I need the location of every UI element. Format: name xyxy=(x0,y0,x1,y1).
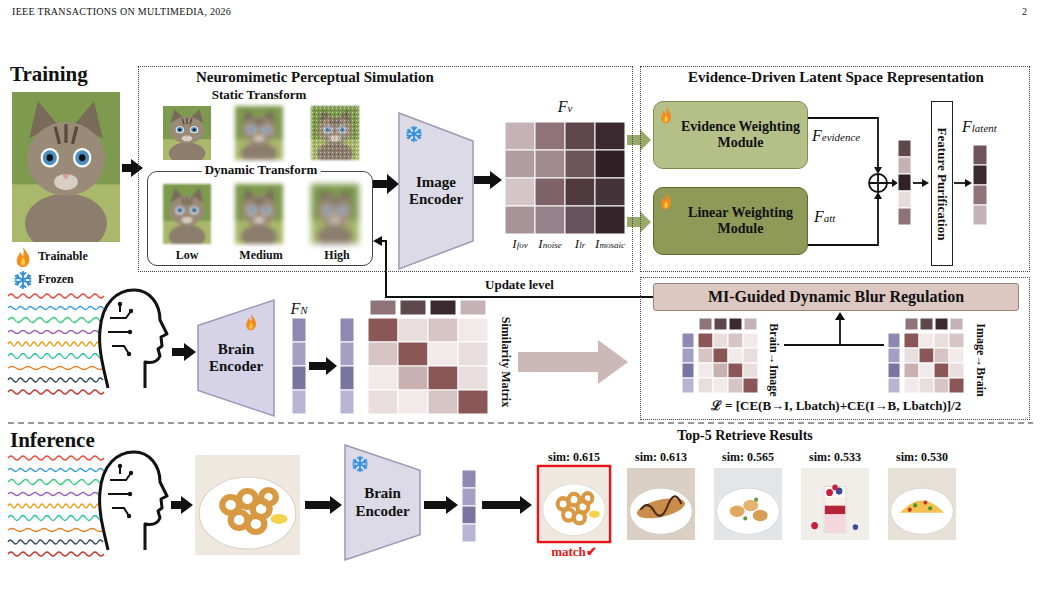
arrowhead xyxy=(373,236,382,246)
encoder-trapezoid: Image Encoder xyxy=(399,113,473,269)
inference-vector xyxy=(462,470,476,542)
matrix-label: Similarity Matrix xyxy=(498,317,512,407)
fused-vector xyxy=(898,140,911,225)
node-text: Evidence-Driven Latent Space Representat… xyxy=(688,69,984,86)
node-text: Image Encoder xyxy=(403,174,469,209)
arrowhead xyxy=(387,174,399,194)
encoder-outline xyxy=(345,445,420,560)
running-header: IEEE TRANSACTIONS ON MULTIMEDIA, 2026 xyxy=(12,6,231,18)
trainable-icon xyxy=(659,192,673,210)
node-text: Low xyxy=(176,249,199,263)
legend-text: Trainable xyxy=(38,250,88,264)
feature-symbol: Fv xyxy=(558,98,573,116)
encoder-outline xyxy=(198,300,274,416)
similarity-score: sim: 0.533 xyxy=(809,451,861,465)
feature-symbol: Flatent xyxy=(962,118,997,136)
results-title: Top-5 Retrieve Results xyxy=(677,428,813,444)
matrix-label: Brain→Image xyxy=(766,323,780,396)
node-text: Linear Weighting Module xyxy=(677,205,804,237)
trainable-icon xyxy=(659,106,673,124)
feature-symbol: FN xyxy=(290,300,307,318)
separator xyxy=(8,423,1033,424)
query-image xyxy=(195,455,300,555)
edge-label: Update level xyxy=(482,278,557,293)
encoder-outline xyxy=(399,113,473,269)
frozen-icon xyxy=(405,125,423,143)
match-mark: match✔ xyxy=(551,545,597,560)
icon-glyph xyxy=(661,107,671,124)
fusion-wires xyxy=(807,118,966,245)
dynamic-transform-images xyxy=(163,184,359,249)
connector-line xyxy=(373,180,387,188)
connector xyxy=(373,174,399,194)
similarity-score: sim: 0.613 xyxy=(635,451,687,465)
frozen-icon xyxy=(351,455,369,473)
dotted-region: ℒ = [CE(B→I, Lbatch)+CE(I→B, Lbatch)]/2 M… xyxy=(640,277,1030,420)
node-text: Dynamic Transform xyxy=(202,163,321,178)
mi-matrices xyxy=(682,318,964,393)
similarity-score: sim: 0.530 xyxy=(896,451,948,465)
feature-symbol: Imosaic xyxy=(595,237,625,252)
legend-icons xyxy=(16,247,31,288)
node-text: Evidence Weighting Module xyxy=(677,119,804,151)
matrix-label: Image→Brain xyxy=(973,323,987,396)
node-text: Feature Purification xyxy=(935,127,950,240)
wire-heads xyxy=(874,167,972,199)
feature-symbol: Fevidence xyxy=(812,127,860,145)
latent-vector xyxy=(973,145,987,225)
icon-glyph xyxy=(407,127,421,142)
node-text: Medium xyxy=(239,249,282,263)
group-title: Static Transform xyxy=(212,88,306,103)
regulation-box: MI-Guided Dynamic Blur Regulation xyxy=(653,283,1019,311)
trainable-icon xyxy=(244,313,258,331)
feature-symbol: Inoise xyxy=(538,237,561,252)
node-text: Neuromimetic Perceptual Simulation xyxy=(196,69,434,86)
feature-symbol: Fatt xyxy=(814,208,835,226)
feature-symbol: Ifov xyxy=(512,237,527,252)
transform-box: Dynamic TransformLowMediumHigh xyxy=(147,171,373,266)
module-box: Linear Weighting Module xyxy=(653,187,808,255)
similarity-matrix xyxy=(368,300,488,414)
encoder-trapezoid: Brain Encoder xyxy=(345,445,420,560)
brain-vectors xyxy=(292,318,354,414)
purification-bar: Feature Purification xyxy=(931,101,953,266)
add-symbol xyxy=(869,174,887,192)
similarity-score: sim: 0.615 xyxy=(548,451,600,465)
dotted-region: Evidence-Driven Latent Space Representat… xyxy=(640,66,1030,272)
icon-glyph xyxy=(353,457,367,472)
input-image xyxy=(12,92,120,254)
static-transform-images xyxy=(163,106,359,164)
node-text: Brain Encoder xyxy=(349,485,416,520)
green-arrows xyxy=(627,129,651,233)
node-text: MI-Guided Dynamic Blur Regulation xyxy=(708,288,964,306)
retrieved-images xyxy=(538,466,956,542)
page-number: 2 xyxy=(1022,6,1027,18)
section-title: Training xyxy=(10,62,88,86)
icon-glyph xyxy=(661,193,671,210)
node-text: ℒ = [CE(B→I, Lbatch)+CE(I→B, Lbatch)]/2 xyxy=(711,399,961,414)
module-box: Evidence Weighting Module xyxy=(653,101,808,169)
legend-text: Frozen xyxy=(38,273,74,287)
node-text: High xyxy=(324,249,349,263)
similarity-score: sim: 0.565 xyxy=(722,451,774,465)
section-title: Inference xyxy=(10,428,95,452)
feature-symbol: Ilr xyxy=(575,237,585,252)
node-text: Brain Encoder xyxy=(202,341,270,376)
encoder-trapezoid: Brain Encoder xyxy=(198,300,274,416)
feature-matrix xyxy=(505,122,625,234)
faded-arrow xyxy=(518,340,628,384)
mi-wires xyxy=(784,312,884,345)
icon-glyph xyxy=(246,314,256,331)
